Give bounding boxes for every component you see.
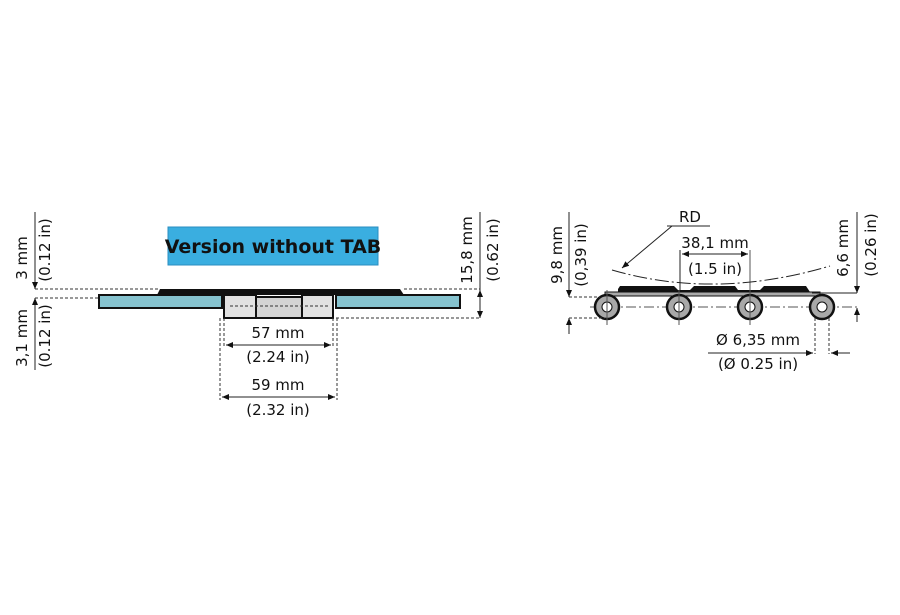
dim-top-thickness: 3 mm (0.12 in) — [13, 212, 160, 299]
version-label: Version without TAB — [165, 226, 382, 266]
rd-label: RD — [679, 208, 701, 226]
dim-label: (1.5 in) — [688, 260, 742, 278]
dim-label: 6,6 mm — [834, 219, 852, 277]
dim-label: (2.24 in) — [246, 348, 310, 366]
chain-top-view — [98, 289, 461, 319]
dim-total-height: 15,8 mm (0.62 in) — [336, 212, 502, 319]
dim-label: (0.12 in) — [36, 304, 54, 368]
dim-outer-width: 59 mm (2.32 in) — [219, 318, 338, 419]
dim-pin-diameter: Ø 6,35 mm (Ø 0.25 in) — [708, 318, 850, 373]
version-label-text: Version without TAB — [165, 236, 382, 258]
dim-height: 9,8 mm (0,39 in) — [548, 212, 605, 334]
dim-rd: RD — [611, 208, 831, 285]
dim-label: (2.32 in) — [246, 401, 310, 419]
dim-label: (0.62 in) — [484, 218, 502, 282]
dim-label: (Ø 0.25 in) — [718, 355, 798, 373]
dim-inner-width: 57 mm (2.24 in) — [223, 318, 334, 366]
dim-label: 3 mm — [13, 236, 31, 280]
dim-pitch: 38,1 mm (1.5 in) — [679, 234, 749, 290]
dim-label: Ø 6,35 mm — [716, 331, 800, 349]
dim-top: 6,6 mm (0.26 in) — [812, 212, 880, 322]
dim-label: (0,39 in) — [572, 223, 590, 287]
dim-label: 59 mm — [251, 376, 304, 394]
dim-label: 9,8 mm — [548, 226, 566, 284]
dim-label: (0.12 in) — [36, 218, 54, 282]
dim-plate-thickness: 3,1 mm (0.12 in) — [13, 298, 54, 370]
dim-label: (0.26 in) — [862, 213, 880, 277]
dim-label: 57 mm — [251, 324, 304, 342]
pin — [808, 293, 836, 321]
dim-label: 15,8 mm — [458, 216, 476, 283]
dim-label: 38,1 mm — [681, 234, 748, 252]
chain-side-view — [590, 250, 858, 325]
dim-label: 3,1 mm — [13, 309, 31, 367]
